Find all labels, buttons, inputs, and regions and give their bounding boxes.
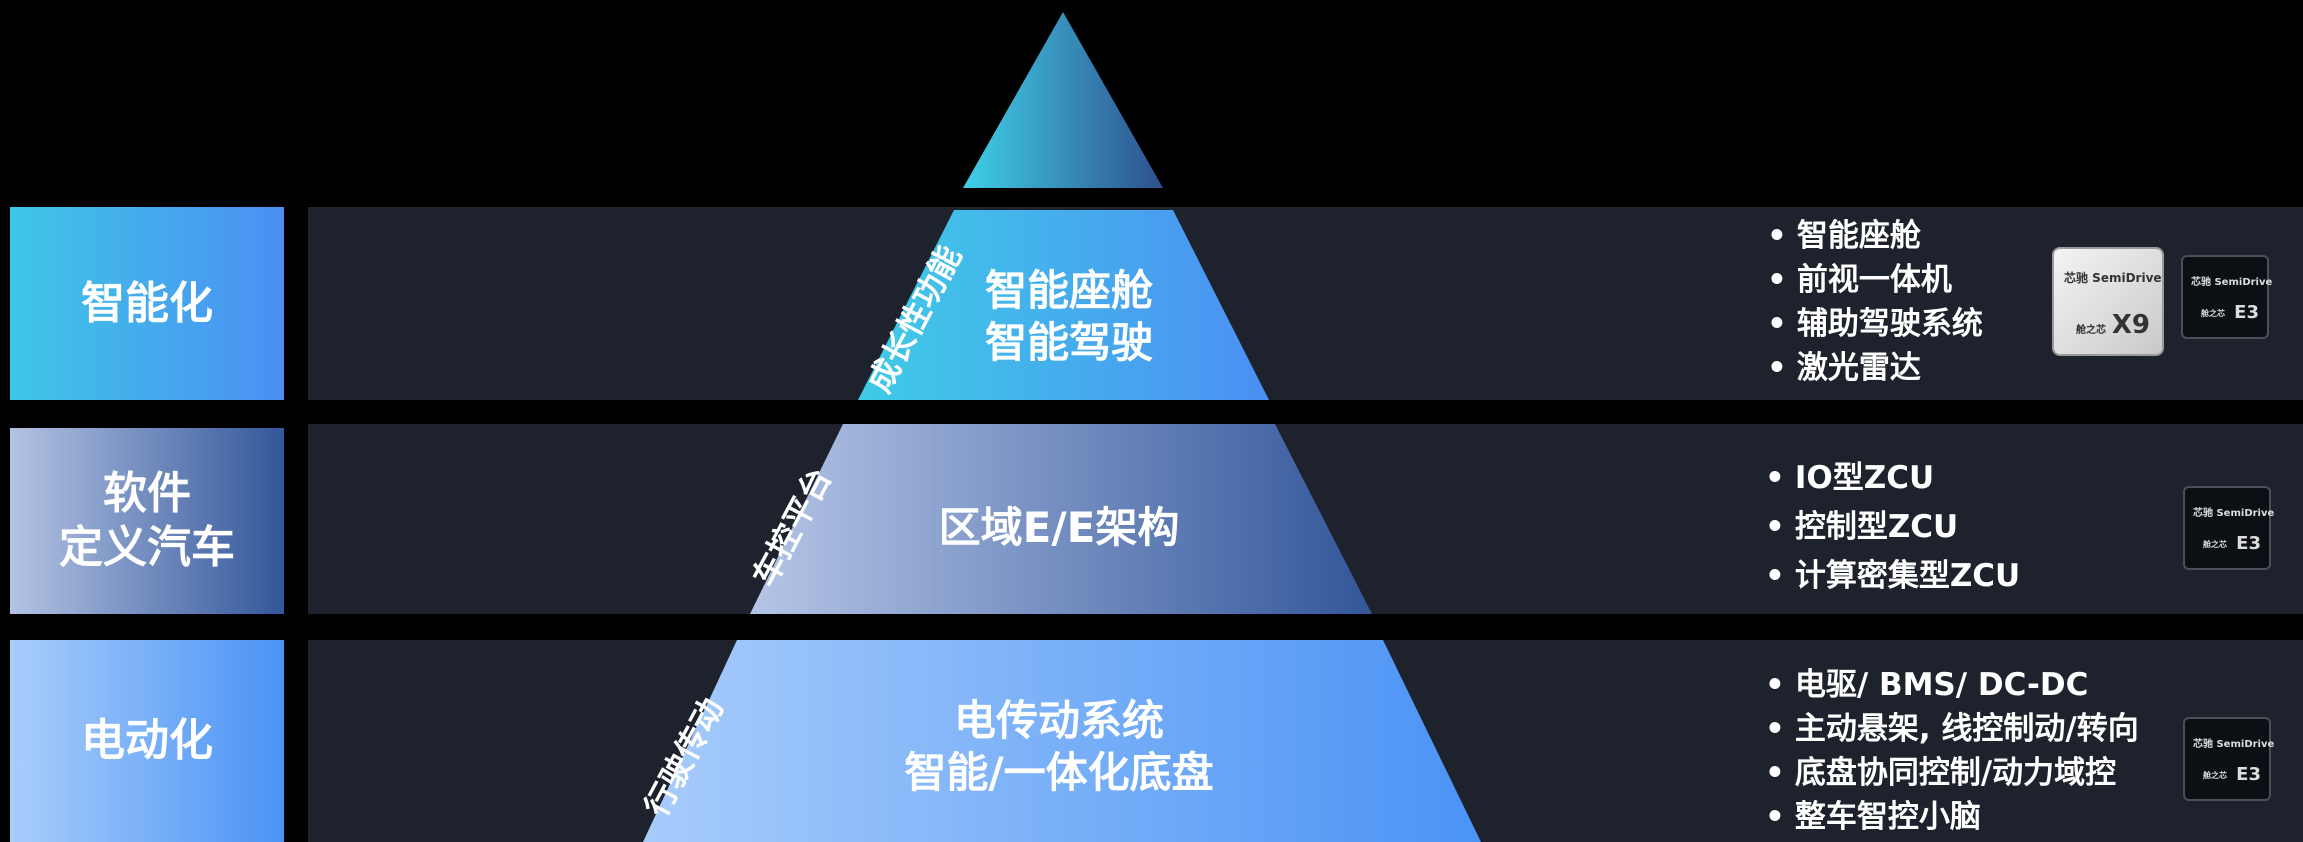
chip-brand-logo: 芯驰 SemiDrive: [2193, 508, 2275, 519]
pyramid-tier-sdv: [750, 424, 1372, 614]
list-item: 主动悬架, 线控制动/转向: [1765, 707, 2139, 751]
side-label-intelligent: 智能化: [10, 207, 284, 400]
chip-model-prefix: 舱之芯: [2203, 540, 2227, 549]
list-item: 底盘协同控制/动力域控: [1765, 751, 2139, 795]
chip-e3-image: 芯驰 SemiDrive 舱之芯 E3: [2183, 717, 2275, 801]
list-item: 电驱/ BMS/ DC-DC: [1765, 663, 2139, 707]
chip-e3-image: 芯驰 SemiDrive 舱之芯 E3: [2183, 486, 2275, 570]
bullet-list-sdv: IO型ZCU 控制型ZCU 计算密集型ZCU: [1765, 454, 2020, 601]
pyramid-tier-electrification: [643, 640, 1481, 842]
pyramid-label-intelligent: 智能座舱 智能驾驶: [984, 266, 1154, 367]
side-label-text: 电动化: [81, 715, 213, 766]
chip-model-prefix: 舱之芯: [2201, 309, 2225, 318]
list-item: 智能座舱: [1767, 214, 1983, 258]
pyramid-label-electrification: 电传动系统 智能/一体化底盘: [904, 696, 1214, 797]
pyramid-apex: [963, 12, 1163, 188]
pyramid-tier-intelligent: [858, 210, 1269, 400]
chip-model: E3: [2236, 533, 2261, 554]
chip-model: E3: [2236, 764, 2261, 785]
bullet-list-electrification: 电驱/ BMS/ DC-DC 主动悬架, 线控制动/转向 底盘协同控制/动力域控…: [1765, 663, 2139, 839]
side-label-text: 软件 定义汽车: [59, 468, 235, 573]
chip-brand-logo: 芯驰 SemiDrive: [2064, 271, 2162, 285]
side-label-text: 智能化: [81, 277, 213, 329]
list-item: 激光雷达: [1767, 346, 1983, 390]
chip-model-prefix: 舱之芯: [2203, 771, 2227, 780]
chip-brand-logo: 芯驰 SemiDrive: [2191, 277, 2273, 288]
chip-model: E3: [2234, 302, 2259, 323]
side-label-sdv: 软件 定义汽车: [10, 428, 284, 614]
list-item: 辅助驾驶系统: [1767, 302, 1983, 346]
list-item: 控制型ZCU: [1765, 503, 2020, 552]
bullet-list-intelligent: 智能座舱 前视一体机 辅助驾驶系统 激光雷达: [1767, 214, 1983, 390]
pyramid-label-sdv: 区域E/E架构: [938, 503, 1180, 552]
chip-e3-image: 芯驰 SemiDrive 舱之芯 E3: [2181, 255, 2273, 339]
list-item: 前视一体机: [1767, 258, 1983, 302]
chip-brand-logo: 芯驰 SemiDrive: [2193, 739, 2275, 750]
chip-x9-image: 芯驰 SemiDrive 舱之芯 X9: [2052, 247, 2164, 356]
list-item: 计算密集型ZCU: [1765, 552, 2020, 601]
side-label-electrification: 电动化: [10, 640, 284, 842]
chip-model-prefix: 舱之芯: [2076, 325, 2106, 336]
list-item: 整车智控小脑: [1765, 795, 2139, 839]
chip-model: X9: [2111, 310, 2150, 340]
list-item: IO型ZCU: [1765, 454, 2020, 503]
